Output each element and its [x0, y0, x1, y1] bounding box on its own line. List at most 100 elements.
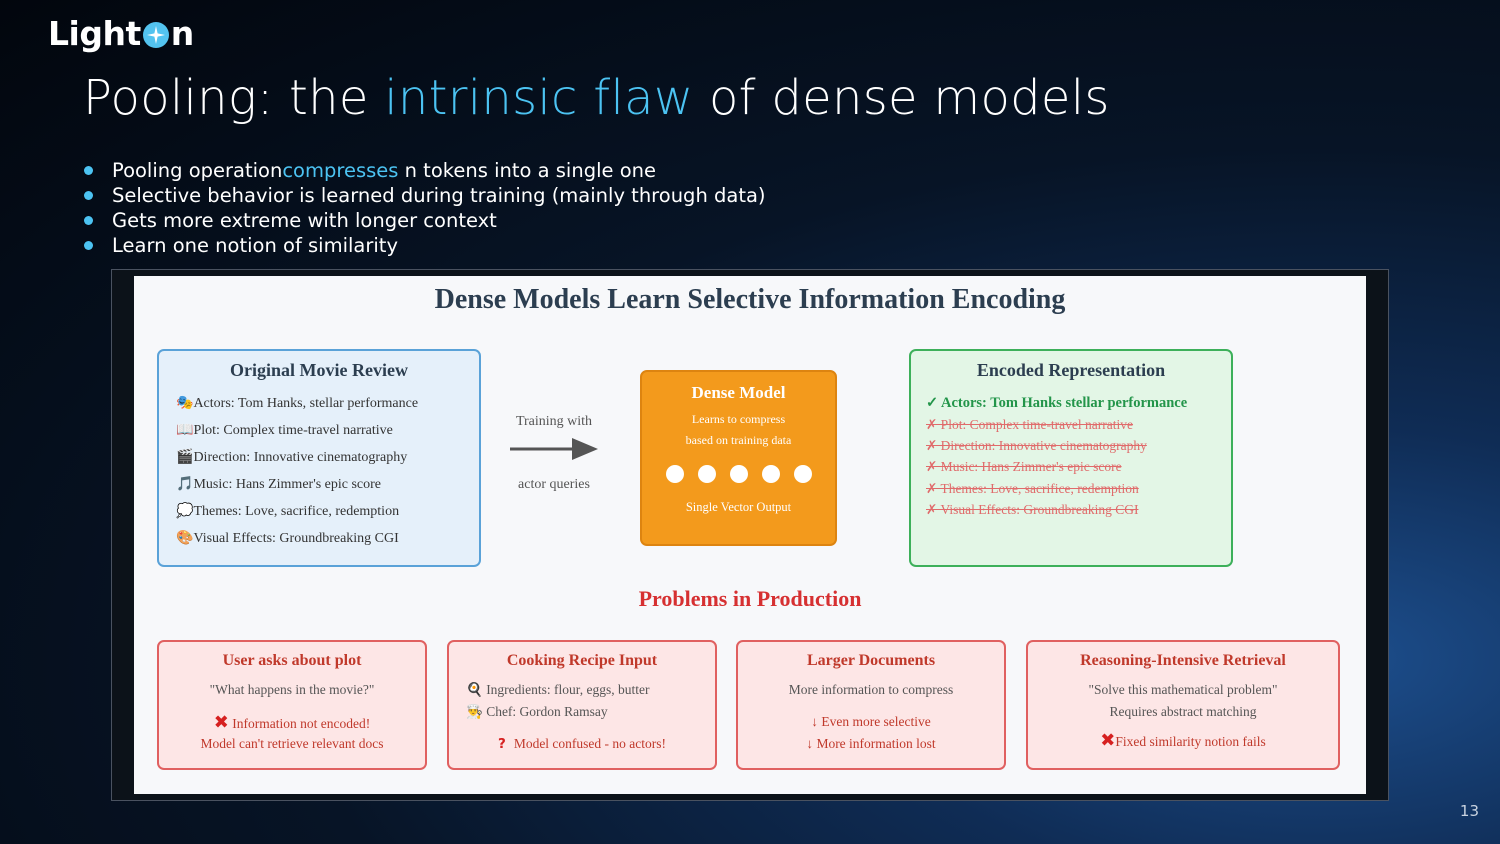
- vector-dot-icon: [665, 465, 684, 483]
- review-row-text: Visual Effects: Groundbreaking CGI: [193, 531, 399, 546]
- slide-title: Pooling: the intrinsic flaw of dense mod…: [83, 70, 1110, 126]
- problem-line: Requires abstract matching: [1109, 704, 1257, 719]
- figure-title: Dense Models Learn Selective Information…: [434, 284, 1066, 315]
- bullet-highlight: compresses: [282, 159, 399, 182]
- frying-pan-icon: 🍳: [466, 682, 483, 697]
- problem-line: "Solve this mathematical problem": [1088, 682, 1278, 697]
- problem-line: 👨‍🍳 Chef: Gordon Ramsay: [466, 704, 715, 720]
- problem-line-text: Information not encoded!: [232, 716, 371, 731]
- arrow-label-top: Training with: [515, 414, 593, 429]
- problem-line-text: Model confused - no actors!: [513, 736, 667, 751]
- lighton-logo: Light n: [48, 14, 194, 53]
- problem-line-text: Ingredients: flour, eggs, butter: [486, 682, 650, 697]
- review-row: 🎨Visual Effects: Groundbreaking CGI: [176, 530, 399, 547]
- original-review-box: Original Movie Review 🎭Actors: Tom Hanks…: [157, 349, 481, 567]
- dense-model-subtitle-line: Learns to compress: [691, 412, 786, 426]
- dense-model-title: Dense Model: [691, 383, 786, 402]
- review-row-text: Direction: Innovative cinematography: [193, 450, 408, 465]
- figure-frame: Dense Models Learn Selective Information…: [111, 269, 1389, 801]
- logo-text-right: n: [170, 14, 195, 53]
- logo-text-left: Light: [48, 14, 141, 53]
- encoded-dropped-row: ✗ Direction: Innovative cinematography: [926, 438, 1147, 453]
- vector-dot-icon: [761, 465, 780, 483]
- vector-dot-icon: [697, 465, 716, 483]
- bullet-dot-icon: [84, 166, 93, 175]
- encoded-dropped-row: ✗ Visual Effects: Groundbreaking CGI: [926, 502, 1139, 517]
- page-number: 13: [1459, 802, 1479, 820]
- problem-line: More information to compress: [788, 682, 954, 697]
- music-note-icon: 🎵: [176, 477, 194, 492]
- bullet-item: Learn one notion of similarity: [84, 233, 766, 258]
- bullet-item: Selective behavior is learned during tra…: [84, 183, 766, 208]
- problem-line-text: Fixed similarity notion fails: [1115, 734, 1266, 749]
- cross-icon: ✖: [1100, 730, 1116, 751]
- problem-line: Model can't retrieve relevant docs: [200, 736, 384, 751]
- figure-panel: Dense Models Learn Selective Information…: [134, 276, 1366, 794]
- problem-card-title: Reasoning-Intensive Retrieval: [1080, 652, 1286, 669]
- original-review-title: Original Movie Review: [230, 360, 408, 380]
- bullet-text: n tokens into a single one: [398, 159, 656, 182]
- thought-bubble-icon: 💭: [176, 504, 194, 519]
- title-highlight: intrinsic flaw: [384, 70, 694, 126]
- cross-icon: ✖: [213, 712, 229, 733]
- bullet-item: Gets more extreme with longer context: [84, 208, 766, 233]
- encoded-dropped-row: ✗ Music: Hans Zimmer's epic score: [926, 459, 1122, 474]
- palette-icon: 🎨: [176, 531, 194, 546]
- right-arrow-icon: [510, 438, 598, 460]
- review-row-text: Themes: Love, sacrifice, redemption: [193, 504, 400, 519]
- question-mark-icon: ?: [497, 736, 506, 752]
- review-row-text: Music: Hans Zimmer's epic score: [193, 477, 382, 492]
- encoded-dropped-row: ✗ Plot: Complex time-travel narrative: [926, 417, 1134, 432]
- problem-line: ↓ Even more selective: [811, 714, 931, 729]
- encoded-dropped-row: ✗ Themes: Love, sacrifice, redemption: [926, 481, 1139, 496]
- review-row-text: Actors: Tom Hanks, stellar performance: [193, 396, 419, 411]
- problem-card-larger-docs: Larger Documents More information to com…: [736, 640, 1006, 770]
- review-row: 📖Plot: Complex time-travel narrative: [176, 422, 393, 439]
- problem-card-title: Larger Documents: [806, 652, 936, 669]
- logo-star-icon: [142, 22, 169, 48]
- encoded-representation-title: Encoded Representation: [976, 360, 1166, 380]
- problem-card-title: User asks about plot: [222, 652, 362, 669]
- review-row: 💭Themes: Love, sacrifice, redemption: [176, 503, 399, 520]
- review-row: 🎵Music: Hans Zimmer's epic score: [176, 476, 381, 493]
- problem-card-recipe: Cooking Recipe Input 🍳 Ingredients: flou…: [447, 640, 717, 770]
- encoded-representation-box: Encoded Representation ✓ Actors: Tom Han…: [909, 349, 1233, 567]
- arrow-label-bottom: actor queries: [518, 477, 590, 492]
- bullet-text: Gets more extreme with longer context: [112, 209, 497, 232]
- problem-card-plot: User asks about plot "What happens in th…: [157, 640, 427, 770]
- chef-icon: 👨‍🍳: [466, 704, 483, 719]
- encoded-kept-row: ✓ Actors: Tom Hanks stellar performance: [926, 395, 1188, 411]
- review-row: 🎬Direction: Innovative cinematography: [176, 449, 407, 466]
- problem-line: ↓ More information lost: [806, 736, 936, 751]
- title-part-2: of dense models: [693, 70, 1110, 126]
- bullet-text: Pooling operation: [112, 159, 283, 182]
- problem-line: 🍳 Ingredients: flour, eggs, butter: [466, 682, 715, 698]
- dense-model-subtitle-line: based on training data: [685, 433, 792, 447]
- review-row-text: Plot: Complex time-travel narrative: [193, 423, 393, 438]
- bullet-list: Pooling operation compresses n tokens in…: [84, 158, 766, 258]
- theater-masks-icon: 🎭: [176, 396, 194, 411]
- dense-model-subtitle: Learns to compress based on training dat…: [642, 409, 835, 451]
- bullet-dot-icon: [84, 191, 93, 200]
- dense-model-box: Dense Model Learns to compress based on …: [640, 370, 837, 546]
- problems-title: Problems in Production: [638, 586, 862, 611]
- problem-line: ? Model confused - no actors!: [449, 736, 715, 752]
- bullet-text: Learn one notion of similarity: [112, 234, 398, 257]
- bullet-dot-icon: [84, 241, 93, 250]
- bullet-text: Selective behavior is learned during tra…: [112, 184, 766, 207]
- book-icon: 📖: [176, 423, 194, 438]
- bullet-item: Pooling operation compresses n tokens in…: [84, 158, 766, 183]
- problem-card-title: Cooking Recipe Input: [506, 652, 658, 669]
- vector-dots: [642, 465, 835, 483]
- problem-card-reasoning: Reasoning-Intensive Retrieval "Solve thi…: [1026, 640, 1340, 770]
- problem-line: "What happens in the movie?": [209, 682, 375, 697]
- problem-line: ✖ Information not encoded!: [159, 712, 425, 733]
- clapperboard-icon: 🎬: [176, 450, 194, 465]
- vector-dot-icon: [793, 465, 812, 483]
- vector-dot-icon: [729, 465, 748, 483]
- title-part-1: Pooling: the: [83, 70, 385, 126]
- dense-model-output-label: Single Vector Output: [685, 500, 792, 514]
- training-arrow-block: Training with actor queries: [504, 414, 604, 493]
- problem-line-text: Chef: Gordon Ramsay: [486, 704, 608, 719]
- problem-line: ✖Fixed similarity notion fails: [1028, 730, 1338, 751]
